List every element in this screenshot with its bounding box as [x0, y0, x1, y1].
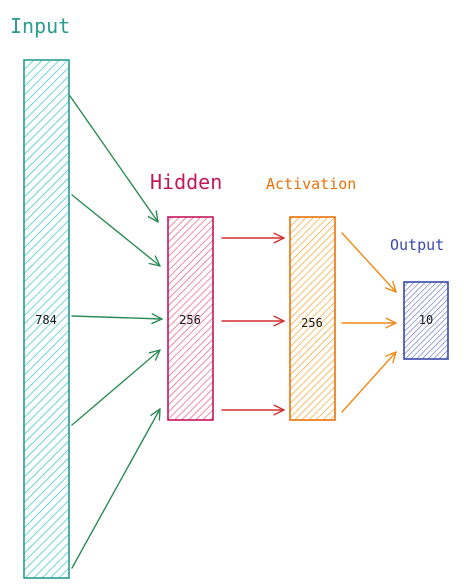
arrow-activation-output: [341, 317, 397, 329]
output-layer-box: 10: [403, 281, 449, 360]
hidden-layer-box: 256: [167, 216, 214, 421]
arrow-hidden-activation: [221, 315, 285, 327]
input-layer-value: 784: [35, 313, 57, 327]
output-layer-title: Output: [390, 236, 445, 254]
output-layer-value: 10: [419, 313, 433, 327]
input-layer-box: 784: [23, 59, 70, 579]
arrow-input-hidden: [69, 95, 159, 223]
input-to-hidden-arrows: [69, 95, 163, 569]
arrow-activation-output: [341, 232, 397, 293]
activation-layer-title: Activation: [266, 175, 357, 193]
hidden-layer-title: Hidden: [150, 170, 223, 194]
hidden-layer-value: 256: [179, 313, 201, 327]
input-layer-title: Input: [10, 14, 71, 38]
arrow-activation-output: [341, 351, 397, 413]
activation-layer-box: 256: [289, 216, 336, 421]
hidden-to-activation-arrows: [221, 232, 285, 416]
activation-layer-value: 256: [301, 316, 323, 330]
arrow-hidden-activation: [221, 404, 285, 416]
arrow-input-hidden: [71, 408, 161, 569]
arrow-input-hidden: [71, 194, 161, 267]
activation-to-output-arrows: [341, 232, 397, 413]
arrow-hidden-activation: [221, 232, 285, 244]
arrow-input-hidden: [71, 313, 163, 325]
arrow-input-hidden: [71, 349, 161, 426]
